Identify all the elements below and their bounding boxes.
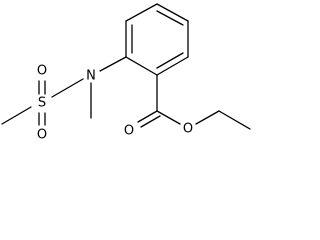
- atom-o-sulfonyl-bottom-label: O: [37, 128, 47, 143]
- atom-o-sulfonyl-top: O: [37, 64, 47, 79]
- atom-o-ester-label: O: [183, 122, 193, 137]
- bond-c-o-b: [140, 115, 161, 128]
- bond-ring-2: [125, 3, 158, 22]
- atom-n: N: [86, 69, 96, 84]
- bond-n-s: [51, 78, 84, 98]
- bond-ring-6: [125, 56, 158, 76]
- atom-o-sulfonyl-top-label: O: [37, 64, 47, 79]
- atom-s: S: [38, 96, 46, 111]
- atom-n-label: N: [86, 69, 96, 84]
- bond-c-o-ester: [156, 110, 181, 125]
- atom-o-carbonyl-label: O: [124, 124, 134, 139]
- bond-o-ch2: [195, 110, 220, 125]
- bond-ch2-ch3: [218, 110, 251, 130]
- bonds: [1, 3, 251, 130]
- bond-ring-3-inner: [156, 10, 184, 26]
- atom-o-sulfonyl-bottom: O: [37, 128, 47, 143]
- bond-s-methyl: [1, 106, 32, 125]
- bond-ring-5-inner: [156, 52, 184, 69]
- atom-s-label: S: [38, 96, 46, 111]
- atom-o-carbonyl: O: [124, 124, 134, 139]
- atom-o-ester: O: [183, 122, 193, 137]
- bond-ring-3: [156, 3, 189, 22]
- atom-labels: N S O O O O: [37, 64, 193, 143]
- bond-ring-n: [99, 56, 127, 72]
- bond-ring-5: [156, 56, 189, 76]
- bond-c-o-a: [137, 110, 158, 123]
- molecule-structure: N S O O O O: [1, 3, 251, 143]
